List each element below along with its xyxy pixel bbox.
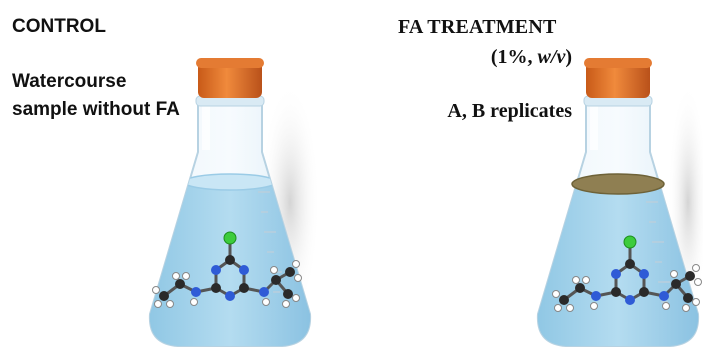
fa-surface-layer bbox=[571, 173, 665, 195]
concentration-suffix: ) bbox=[565, 46, 572, 68]
control-description: Watercourse sample without FA bbox=[12, 71, 180, 120]
flask-cap bbox=[198, 62, 262, 98]
treatment-replicates: A, B replicates bbox=[447, 100, 572, 122]
atrazine-molecule-icon bbox=[152, 231, 302, 308]
concentration-prefix: (1%, bbox=[490, 46, 538, 68]
concentration-unit: w/v bbox=[537, 46, 566, 68]
treatment-concentration: (1%, w/v) bbox=[460, 46, 572, 69]
treatment-title: FA TREATMENT bbox=[398, 16, 557, 38]
graduation-marks bbox=[646, 201, 670, 303]
control-title: CONTROL bbox=[12, 16, 106, 37]
control-flask-icon bbox=[148, 58, 320, 347]
flask-cap bbox=[586, 62, 650, 98]
atrazine-molecule-icon bbox=[552, 235, 702, 312]
treatment-flask-icon bbox=[536, 58, 703, 347]
